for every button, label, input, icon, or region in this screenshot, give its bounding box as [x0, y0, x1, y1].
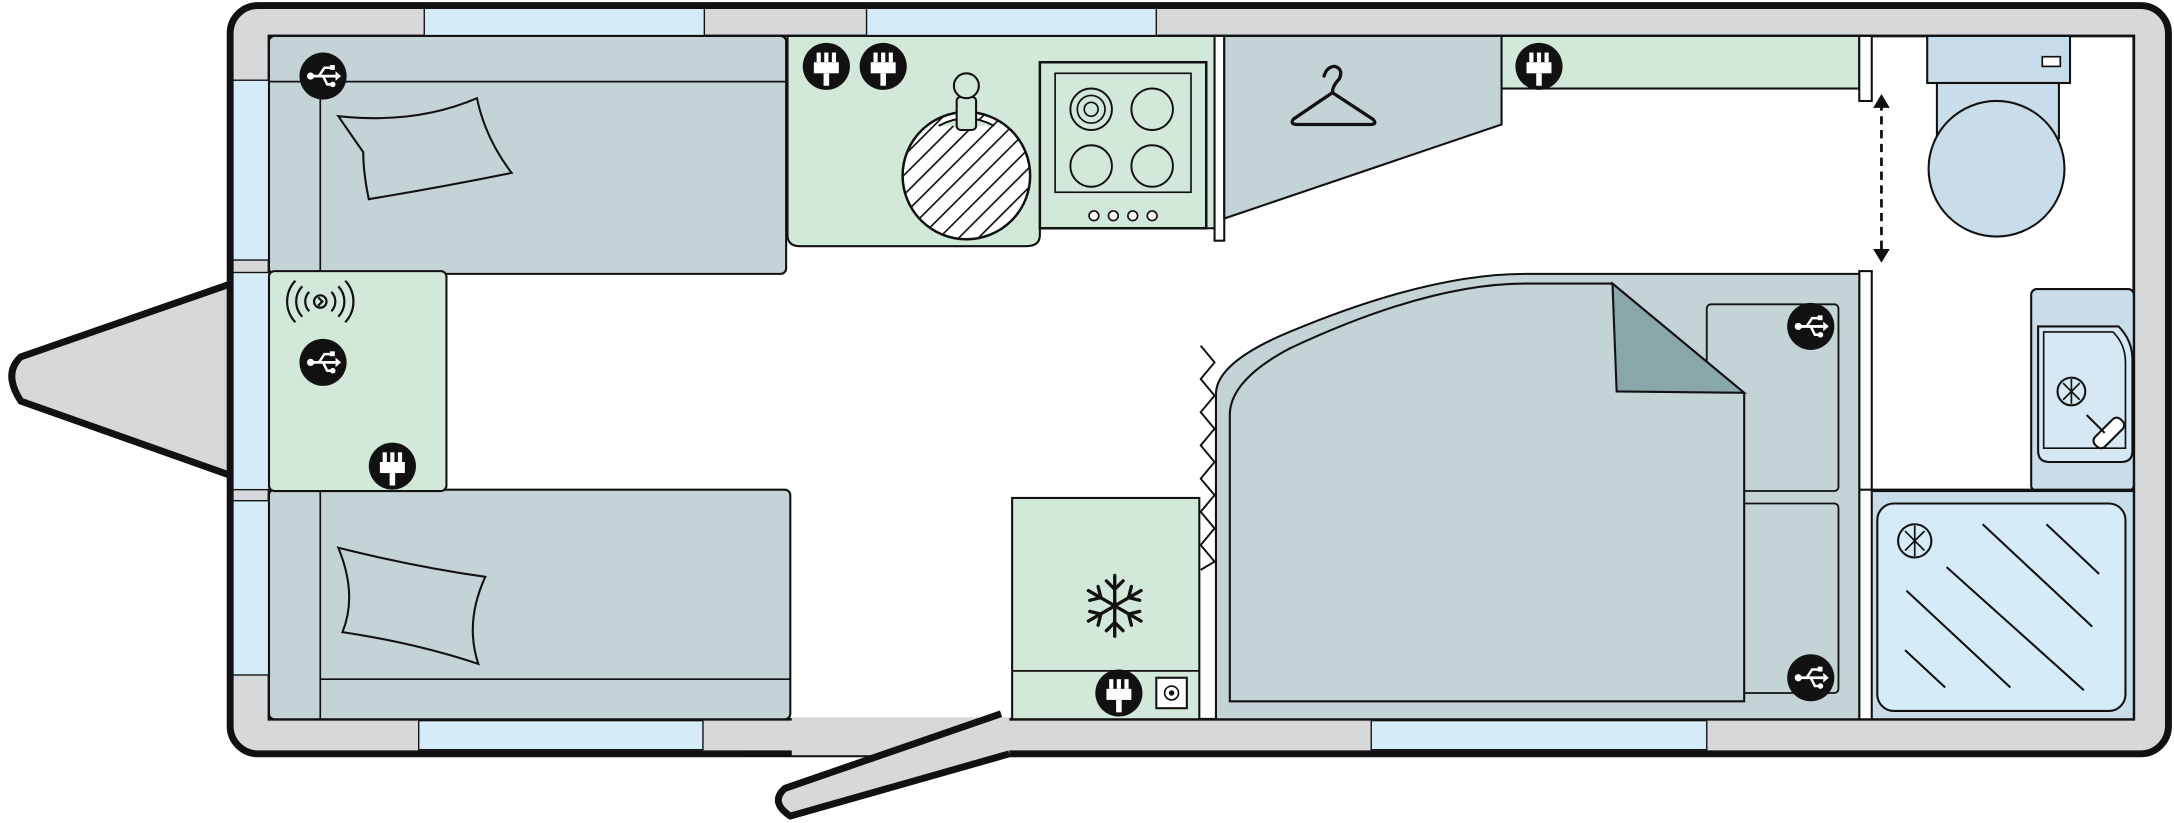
- window-front-mid: [232, 271, 270, 491]
- snowflake-icon: [1086, 573, 1143, 638]
- front-chest: [267, 270, 448, 493]
- usb-socket-icon[interactable]: [1785, 301, 1836, 352]
- shower-tray: [1876, 502, 2127, 712]
- hob-knob[interactable]: [1107, 210, 1120, 222]
- mains-socket-icon[interactable]: [368, 442, 416, 490]
- hanger-icon: [1290, 64, 1377, 127]
- hob-burner: [1069, 87, 1113, 131]
- hob-knob[interactable]: [1146, 210, 1158, 222]
- hob-knob[interactable]: [1127, 210, 1139, 222]
- tap[interactable]: [955, 95, 978, 132]
- flush-button[interactable]: [2041, 55, 2062, 68]
- usb-socket-icon[interactable]: [1785, 652, 1836, 703]
- hob-knob[interactable]: [1088, 210, 1100, 222]
- tv-aerial-socket-icon[interactable]: [1155, 676, 1188, 710]
- mains-socket-icon[interactable]: [802, 42, 850, 90]
- mains-socket-icon[interactable]: [1515, 42, 1563, 90]
- drawbar: [8, 278, 237, 481]
- curtain: [1199, 345, 1217, 571]
- cushion-top: [336, 96, 514, 201]
- entrance-door[interactable]: [774, 710, 1011, 820]
- hob-burner: [1130, 87, 1174, 131]
- usb-socket-icon[interactable]: [298, 51, 349, 101]
- front-seat-top: [267, 34, 788, 275]
- front-seat-bottom: [267, 488, 792, 721]
- kitchen-sink[interactable]: [901, 110, 1032, 241]
- partition-wall-lower: [1858, 270, 1873, 721]
- duvet-fold: [1611, 281, 1748, 394]
- hob-burner: [1069, 144, 1113, 188]
- mains-socket-icon[interactable]: [1095, 669, 1143, 717]
- mains-socket-icon[interactable]: [859, 42, 907, 90]
- partition-wall-upper: [1858, 34, 1873, 103]
- usb-socket-icon[interactable]: [298, 337, 349, 388]
- window-top-2: [865, 7, 1158, 37]
- window-top-1: [423, 7, 706, 37]
- window-bottom-2: [1370, 719, 1708, 751]
- cushion-bottom: [336, 546, 487, 666]
- window-front-bottom: [232, 500, 270, 676]
- wardrobe: [1223, 34, 1503, 220]
- partition-wall: [1213, 34, 1226, 242]
- wireless-charger-icon[interactable]: [286, 280, 355, 324]
- basin-tap[interactable]: [2085, 414, 2127, 451]
- toilet-icon[interactable]: [1927, 99, 2066, 238]
- window-front-top: [232, 79, 270, 261]
- door-swing-arrow: [1873, 94, 1890, 263]
- window-bottom-1: [418, 719, 704, 751]
- hob-burner: [1130, 144, 1174, 188]
